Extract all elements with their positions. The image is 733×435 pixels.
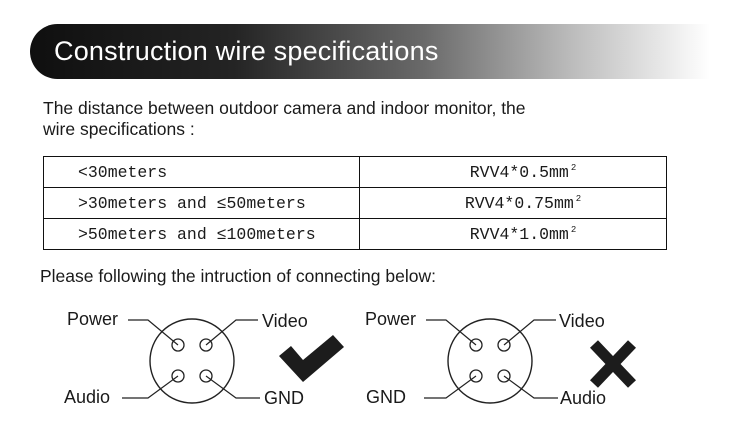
distance-cell: >50meters and ≤100meters (43, 218, 360, 250)
pin (171, 369, 185, 383)
lead-line (205, 375, 260, 399)
unit-superscript: 2 (570, 162, 577, 173)
label-power: Power (365, 309, 416, 329)
distance-cell: >30meters and ≤50meters (43, 187, 360, 219)
page-title: Construction wire specifications (54, 36, 439, 66)
label-video: Video (559, 311, 605, 331)
connector-outline (149, 318, 235, 404)
cross-icon (590, 340, 636, 388)
label-power: Power (67, 309, 118, 329)
lead-line (503, 319, 556, 346)
lead-line (426, 319, 477, 346)
wire-spec: RVV4*1.0mm (469, 224, 569, 244)
wire-spec: RVV4*0.5mm (469, 162, 569, 182)
check-icon (279, 335, 344, 382)
wire-spec: RVV4*0.75mm (464, 193, 574, 213)
label-gnd: GND (264, 388, 304, 408)
diagram-correct: Power Video Audio GND (64, 309, 344, 408)
diagram-wrong: Power Video GND Audio (365, 309, 636, 408)
lead-line (503, 375, 558, 399)
lead-line (128, 319, 179, 346)
pin (469, 338, 483, 352)
intro-line-1: The distance between outdoor camera and … (43, 98, 526, 118)
label-audio: Audio (64, 387, 110, 407)
label-gnd: GND (366, 387, 406, 407)
pin (171, 338, 185, 352)
pin (199, 338, 213, 352)
unit-superscript: 2 (570, 224, 577, 235)
intro-text: The distance between outdoor camera and … (43, 98, 683, 140)
intro-line-2: wire specifications : (43, 119, 195, 139)
pin (497, 338, 511, 352)
pin (469, 369, 483, 383)
title-banner: Construction wire specifications (30, 24, 710, 79)
label-video: Video (262, 311, 308, 331)
lead-line (205, 319, 258, 346)
pin (497, 369, 511, 383)
lead-line (122, 375, 179, 399)
label-audio: Audio (560, 388, 606, 408)
unit-superscript: 2 (575, 193, 582, 204)
lead-line (424, 375, 477, 399)
connector-outline (447, 318, 533, 404)
instruction-text: Please following the intruction of conne… (40, 266, 436, 286)
pin (199, 369, 213, 383)
